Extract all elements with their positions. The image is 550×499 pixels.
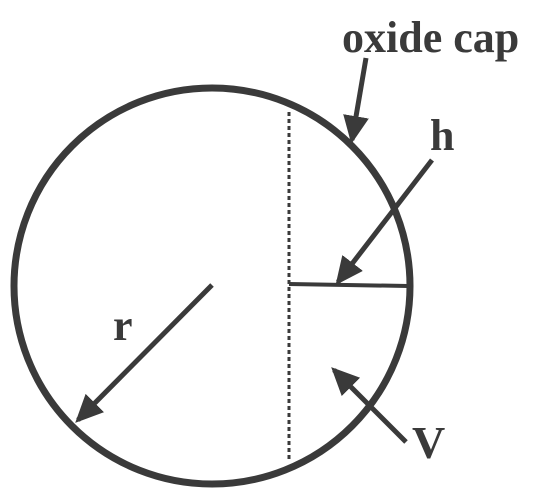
cap-height-line	[288, 282, 409, 288]
h-label: h	[430, 111, 454, 160]
volume-arrow	[331, 367, 408, 444]
radius-arrow	[75, 283, 214, 423]
oxide-cap-arrow	[343, 57, 369, 144]
particle-circle	[10, 84, 414, 488]
r-label: r	[113, 301, 133, 350]
h-arrow	[335, 158, 434, 286]
v-label: V	[412, 417, 445, 468]
oxide-cap-label: oxide cap	[342, 13, 519, 62]
